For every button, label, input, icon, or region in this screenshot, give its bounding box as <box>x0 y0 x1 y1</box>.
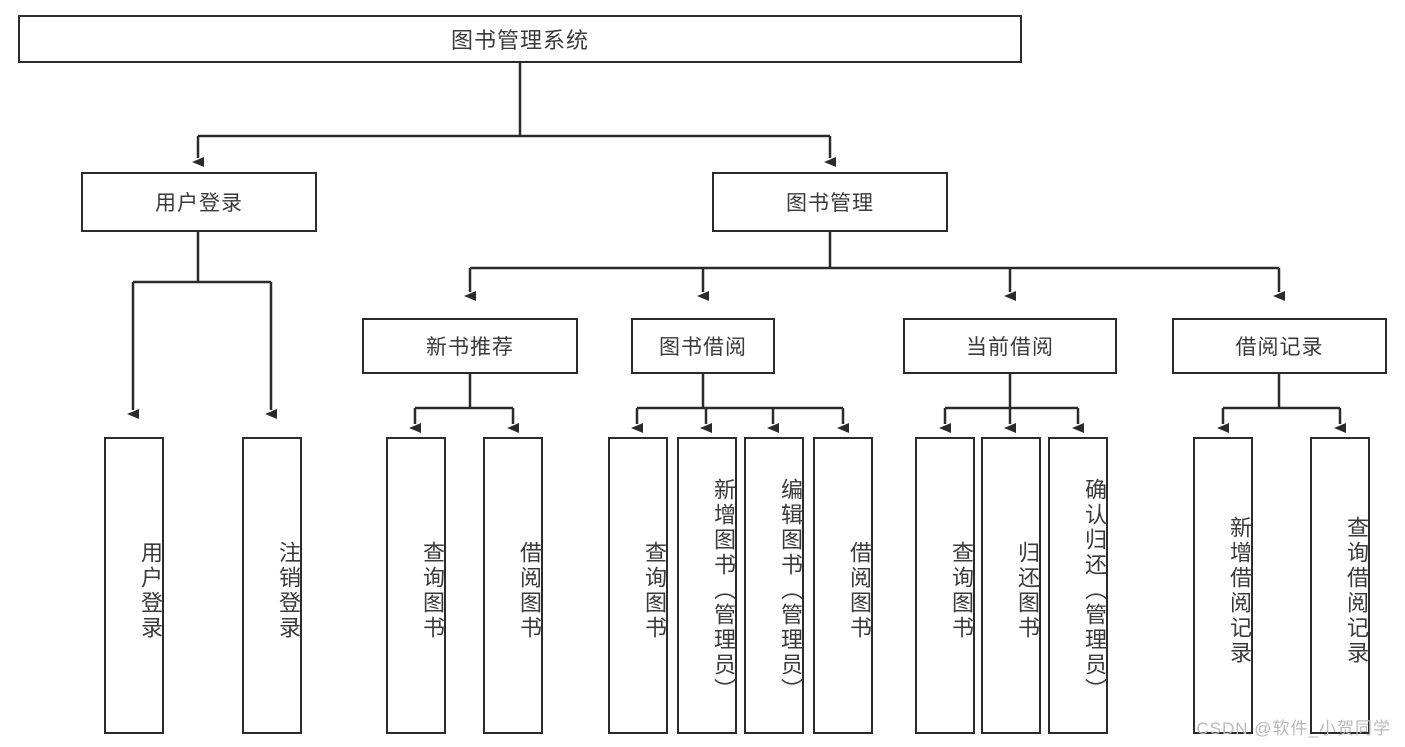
leaf-borrow-book[interactable]: 借阅图书 <box>813 437 873 734</box>
leaf-add-book-admin[interactable]: 新增图书（管理员） <box>677 437 737 734</box>
node-label: 借阅记录 <box>1235 336 1324 359</box>
leaf-return-book[interactable]: 归还图书 <box>981 437 1041 734</box>
node-label: 图书管理系统 <box>450 28 589 53</box>
node-borrow-record[interactable]: 借阅记录 <box>1172 318 1387 374</box>
node-book-borrow[interactable]: 图书借阅 <box>631 318 775 374</box>
leaf-query-book-borrow[interactable]: 查询图书 <box>608 437 668 734</box>
node-label: 编辑图书（管理员） <box>778 478 803 703</box>
leaf-query-book-recommend[interactable]: 查询图书 <box>386 437 446 734</box>
leaf-user-login[interactable]: 用户登录 <box>104 437 164 734</box>
watermark: CSDN @软件_小贺同学 <box>1196 719 1391 738</box>
leaf-query-borrow-record[interactable]: 查询借阅记录 <box>1310 437 1370 734</box>
node-label: 注销登录 <box>276 540 301 641</box>
node-label: 查询图书 <box>949 540 974 641</box>
node-label: 用户登录 <box>155 192 243 215</box>
leaf-borrow-book-recommend[interactable]: 借阅图书 <box>483 437 543 734</box>
node-label: 用户登录 <box>138 540 163 641</box>
node-label: 查询图书 <box>642 540 667 641</box>
node-label: 图书借阅 <box>659 336 747 359</box>
node-root-system[interactable]: 图书管理系统 <box>18 15 1022 63</box>
node-current-borrow[interactable]: 当前借阅 <box>903 318 1117 374</box>
node-label: 查询借阅记录 <box>1344 515 1369 666</box>
node-label: 新增借阅记录 <box>1227 515 1252 666</box>
node-label: 图书管理 <box>786 192 874 215</box>
node-label: 归还图书 <box>1015 540 1040 641</box>
node-label: 查询图书 <box>420 540 445 641</box>
node-book-management[interactable]: 图书管理 <box>712 172 948 232</box>
node-label: 新书推荐 <box>426 336 514 359</box>
leaf-confirm-return-admin[interactable]: 确认归还（管理员） <box>1048 437 1108 734</box>
node-label: 借阅图书 <box>517 540 542 641</box>
node-label: 新增图书（管理员） <box>711 478 736 703</box>
leaf-logout-login[interactable]: 注销登录 <box>242 437 302 734</box>
node-label: 当前借阅 <box>966 336 1054 359</box>
node-new-book-recommend[interactable]: 新书推荐 <box>362 318 578 374</box>
node-label: 借阅图书 <box>847 540 872 641</box>
leaf-edit-book-admin[interactable]: 编辑图书（管理员） <box>744 437 804 734</box>
leaf-query-book-current[interactable]: 查询图书 <box>915 437 975 734</box>
node-user-login[interactable]: 用户登录 <box>81 172 317 232</box>
leaf-add-borrow-record[interactable]: 新增借阅记录 <box>1193 437 1253 734</box>
node-label: 确认归还（管理员） <box>1082 478 1107 703</box>
